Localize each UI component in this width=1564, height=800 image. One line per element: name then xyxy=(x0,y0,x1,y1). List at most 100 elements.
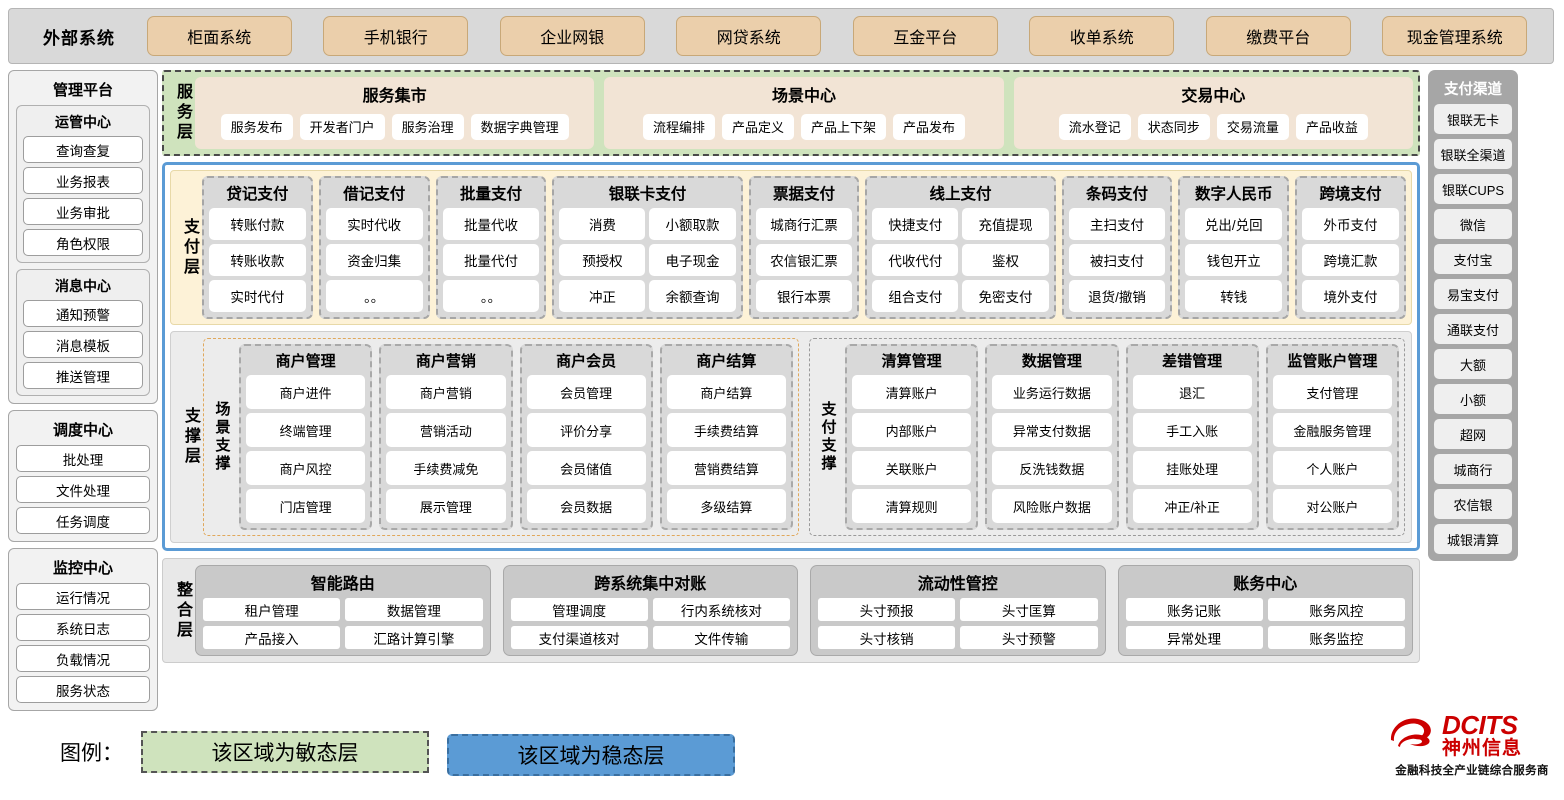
management-item[interactable]: 推送管理 xyxy=(23,362,143,389)
integration-item[interactable]: 头寸预警 xyxy=(960,626,1098,649)
service-item[interactable]: 产品上下架 xyxy=(800,113,886,140)
payment-item[interactable]: 冲正 xyxy=(559,280,646,312)
payment-item[interactable]: 银行本票 xyxy=(755,280,853,312)
management-item[interactable]: 服务状态 xyxy=(16,676,150,703)
payment-item[interactable]: 钱包开立 xyxy=(1185,244,1283,276)
payment-item[interactable]: 主扫支付 xyxy=(1068,208,1166,240)
service-item[interactable]: 服务发布 xyxy=(220,113,293,140)
support-item[interactable]: 退汇 xyxy=(1132,375,1252,409)
integration-item[interactable]: 账务记账 xyxy=(1125,598,1263,621)
management-item[interactable]: 业务报表 xyxy=(23,167,143,194)
support-item[interactable]: 个人账户 xyxy=(1272,451,1392,485)
integration-item[interactable]: 头寸匡算 xyxy=(960,598,1098,621)
integration-item[interactable]: 支付渠道核对 xyxy=(510,626,648,649)
management-item[interactable]: 系统日志 xyxy=(16,614,150,641)
payment-item[interactable]: 批量代付 xyxy=(442,244,540,276)
integration-item[interactable]: 汇路计算引擎 xyxy=(345,626,483,649)
payment-item[interactable]: 余额查询 xyxy=(649,280,736,312)
support-item[interactable]: 会员管理 xyxy=(526,375,646,409)
payment-channel-item[interactable]: 银联CUPS xyxy=(1434,174,1512,204)
payment-channel-item[interactable]: 微信 xyxy=(1434,209,1512,239)
management-item[interactable]: 业务审批 xyxy=(23,198,143,225)
service-item[interactable]: 状态同步 xyxy=(1137,113,1210,140)
support-item[interactable]: 终端管理 xyxy=(246,413,366,447)
payment-channel-item[interactable]: 支付宝 xyxy=(1434,244,1512,274)
payment-item[interactable]: 被扫支付 xyxy=(1068,244,1166,276)
integration-item[interactable]: 租户管理 xyxy=(203,598,341,621)
payment-channel-item[interactable]: 银联无卡 xyxy=(1434,104,1512,134)
payment-item[interactable]: 转钱 xyxy=(1185,280,1283,312)
support-item[interactable]: 手续费减免 xyxy=(386,451,506,485)
support-item[interactable]: 挂账处理 xyxy=(1132,451,1252,485)
service-item[interactable]: 产品收益 xyxy=(1295,113,1368,140)
payment-channel-item[interactable]: 城商行 xyxy=(1434,454,1512,484)
payment-item[interactable]: 。。 xyxy=(325,280,423,312)
support-item[interactable]: 多级结算 xyxy=(666,489,786,523)
integration-item[interactable]: 产品接入 xyxy=(203,626,341,649)
integration-item[interactable]: 头寸预报 xyxy=(818,598,956,621)
payment-item[interactable]: 鉴权 xyxy=(962,244,1049,276)
payment-item[interactable]: 境外支付 xyxy=(1302,280,1399,312)
payment-item[interactable]: 农信银汇票 xyxy=(755,244,853,276)
management-item[interactable]: 任务调度 xyxy=(16,507,150,534)
external-system-chip[interactable]: 手机银行 xyxy=(323,16,469,56)
integration-item[interactable]: 头寸核销 xyxy=(818,626,956,649)
management-item[interactable]: 文件处理 xyxy=(16,476,150,503)
support-item[interactable]: 业务运行数据 xyxy=(992,375,1112,409)
integration-item[interactable]: 管理调度 xyxy=(510,598,648,621)
support-item[interactable]: 会员储值 xyxy=(526,451,646,485)
payment-item[interactable]: 退货/撤销 xyxy=(1068,280,1166,312)
support-item[interactable]: 金融服务管理 xyxy=(1272,413,1392,447)
payment-item[interactable]: 电子现金 xyxy=(649,244,736,276)
payment-item[interactable]: 跨境汇款 xyxy=(1302,244,1399,276)
external-system-chip[interactable]: 企业网银 xyxy=(499,16,645,56)
support-item[interactable]: 对公账户 xyxy=(1272,489,1392,523)
support-item[interactable]: 营销费结算 xyxy=(666,451,786,485)
external-system-chip[interactable]: 缴费平台 xyxy=(1205,16,1351,56)
support-item[interactable]: 风险账户数据 xyxy=(992,489,1112,523)
service-item[interactable]: 产品定义 xyxy=(721,113,794,140)
support-item[interactable]: 商户结算 xyxy=(666,375,786,409)
payment-item[interactable]: 消费 xyxy=(559,208,646,240)
service-item[interactable]: 交易流量 xyxy=(1216,113,1289,140)
management-item[interactable]: 运行情况 xyxy=(16,583,150,610)
management-item[interactable]: 查询查复 xyxy=(23,136,143,163)
support-item[interactable]: 支付管理 xyxy=(1272,375,1392,409)
external-system-chip[interactable]: 互金平台 xyxy=(852,16,998,56)
payment-item[interactable]: 快捷支付 xyxy=(872,208,959,240)
service-item[interactable]: 流程编排 xyxy=(642,113,715,140)
payment-item[interactable]: 实时代付 xyxy=(209,280,306,312)
external-system-chip[interactable]: 柜面系统 xyxy=(146,16,292,56)
integration-item[interactable]: 账务风控 xyxy=(1267,598,1405,621)
support-item[interactable]: 营销活动 xyxy=(386,413,506,447)
payment-item[interactable]: 兑出/兑回 xyxy=(1185,208,1283,240)
payment-channel-item[interactable]: 小额 xyxy=(1434,384,1512,414)
support-item[interactable]: 内部账户 xyxy=(852,413,972,447)
payment-channel-item[interactable]: 易宝支付 xyxy=(1434,279,1512,309)
external-system-chip[interactable]: 现金管理系统 xyxy=(1382,16,1528,56)
payment-channel-item[interactable]: 农信银 xyxy=(1434,489,1512,519)
support-item[interactable]: 冲正/补正 xyxy=(1132,489,1252,523)
external-system-chip[interactable]: 网贷系统 xyxy=(676,16,822,56)
service-item[interactable]: 服务治理 xyxy=(391,113,464,140)
integration-item[interactable]: 账务监控 xyxy=(1267,626,1405,649)
payment-item[interactable]: 预授权 xyxy=(559,244,646,276)
support-item[interactable]: 反洗钱数据 xyxy=(992,451,1112,485)
support-item[interactable]: 会员数据 xyxy=(526,489,646,523)
payment-item[interactable]: 充值提现 xyxy=(962,208,1049,240)
integration-item[interactable]: 数据管理 xyxy=(345,598,483,621)
payment-item[interactable]: 实时代收 xyxy=(325,208,423,240)
support-item[interactable]: 门店管理 xyxy=(246,489,366,523)
support-item[interactable]: 手续费结算 xyxy=(666,413,786,447)
payment-item[interactable]: 小额取款 xyxy=(649,208,736,240)
integration-item[interactable]: 异常处理 xyxy=(1125,626,1263,649)
payment-item[interactable]: 。。 xyxy=(442,280,540,312)
payment-channel-item[interactable]: 通联支付 xyxy=(1434,314,1512,344)
integration-item[interactable]: 行内系统核对 xyxy=(652,598,790,621)
management-item[interactable]: 角色权限 xyxy=(23,229,143,256)
service-item[interactable]: 开发者门户 xyxy=(299,113,385,140)
payment-item[interactable]: 免密支付 xyxy=(962,280,1049,312)
support-item[interactable]: 商户风控 xyxy=(246,451,366,485)
payment-item[interactable]: 转账收款 xyxy=(209,244,306,276)
payment-item[interactable]: 代收代付 xyxy=(872,244,959,276)
